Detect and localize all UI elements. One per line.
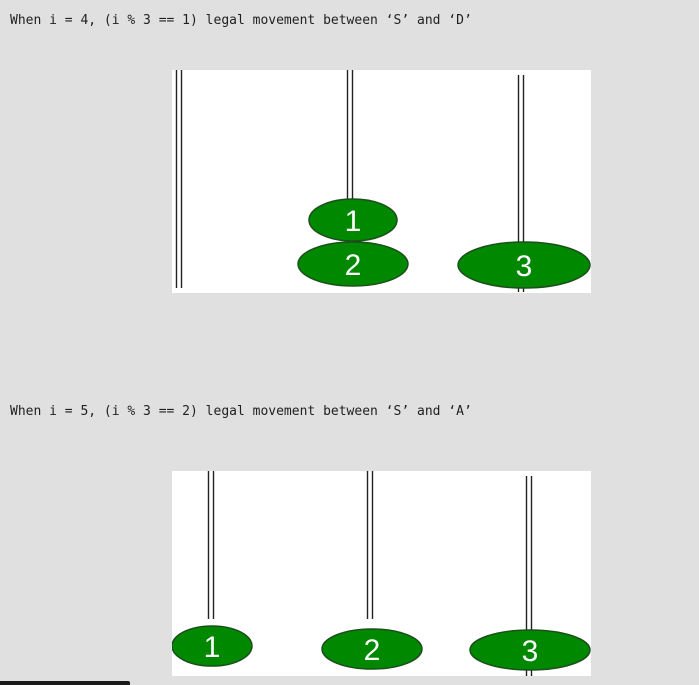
horizontal-scrollbar[interactable] (0, 681, 130, 685)
step-5-caption: When i = 5, (i % 3 == 2) legal movement … (10, 404, 472, 419)
disk-2-label: 2 (364, 634, 381, 667)
step-4-tower-diagram: 1 2 3 (172, 70, 591, 293)
disk-3: 3 (469, 629, 591, 671)
disk-1-label: 1 (345, 205, 362, 238)
disk-2-label: 2 (345, 249, 362, 282)
rod-source (175, 70, 183, 288)
disk-3-label: 3 (522, 635, 539, 668)
rod-auxiliary (346, 70, 354, 210)
disk-3: 3 (457, 241, 591, 289)
rod-source (207, 471, 215, 619)
step-5-tower-diagram: 1 2 3 (172, 471, 591, 676)
disk-2: 2 (321, 628, 423, 670)
disk-1: 1 (172, 625, 253, 667)
rod-auxiliary (366, 471, 374, 619)
disk-1-label: 1 (204, 631, 221, 664)
disk-1: 1 (308, 198, 398, 242)
disk-3-label: 3 (516, 250, 533, 283)
step-4-caption: When i = 4, (i % 3 == 1) legal movement … (10, 13, 472, 28)
disk-2: 2 (297, 241, 409, 287)
